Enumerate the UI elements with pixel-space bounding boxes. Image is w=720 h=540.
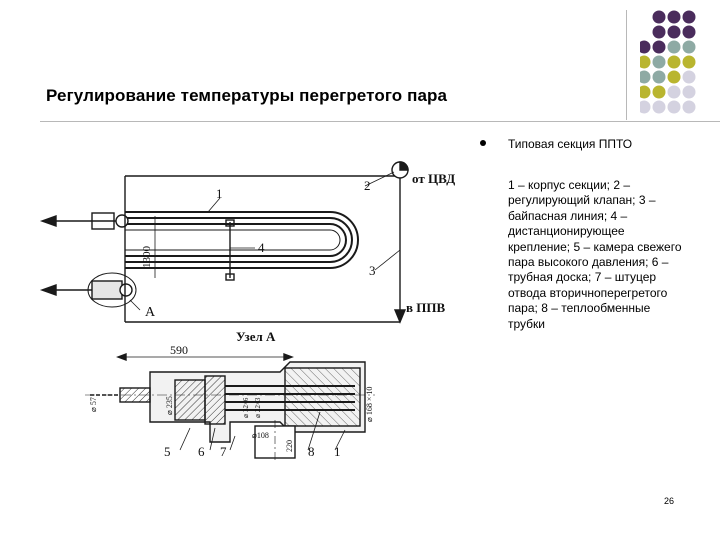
horizontal-divider — [40, 121, 720, 122]
label-from-cvd: от ЦВД — [412, 171, 455, 186]
decorative-dot — [652, 85, 666, 99]
callout-2: 2 — [364, 178, 371, 193]
decorative-dot — [682, 10, 696, 24]
dim-inner-1: ⌀ 32×6 — [242, 397, 250, 418]
decorative-dot — [652, 100, 666, 114]
dim-1300: 1300 — [141, 246, 153, 269]
dim-d108: ⌀108 — [252, 431, 269, 440]
callout-1b: 1 — [334, 444, 341, 459]
decorative-dot — [667, 40, 681, 54]
decorative-dot — [667, 100, 681, 114]
decorative-dot — [682, 100, 696, 114]
decorative-dot — [667, 70, 681, 84]
callout-4: 4 — [258, 240, 265, 255]
dim-590: 590 — [170, 343, 188, 357]
callout-7: 7 — [220, 444, 227, 459]
decorative-dot — [682, 55, 696, 69]
node-a-title: Узел А — [236, 329, 276, 344]
decorative-dot — [652, 10, 666, 24]
vertical-divider — [626, 10, 627, 120]
slide-title: Регулирование температуры перегретого па… — [46, 86, 448, 105]
decorative-dot — [682, 25, 696, 39]
decorative-dot — [652, 55, 666, 69]
heat-exchanger-drawing: от ЦВД в ППВ А 1300 1 2 3 4 Узел А 590 ⌀… — [39, 161, 455, 462]
inlet-arrow-icon — [39, 284, 57, 296]
decorative-dot — [640, 70, 651, 84]
callout-3: 3 — [369, 263, 376, 278]
decorative-dot — [652, 25, 666, 39]
outlet-arrow-icon — [39, 215, 57, 227]
callout-1: 1 — [216, 186, 223, 201]
label-a: А — [145, 305, 156, 320]
decorative-dot — [667, 10, 681, 24]
dim-d57: ⌀ 57 — [89, 397, 98, 412]
decorative-dot — [667, 55, 681, 69]
decorative-dot — [682, 40, 696, 54]
dim-d235: ⌀ 235 — [165, 396, 174, 415]
page-number: 26 — [664, 496, 675, 506]
down-arrow-icon — [393, 309, 407, 324]
section-title: Типовая секция ППТО — [508, 137, 633, 151]
decorative-dot — [640, 100, 651, 114]
decorative-dot-pattern — [640, 10, 696, 114]
legend-text: 1 – корпус секции; 2 – регулирующий клап… — [508, 178, 682, 331]
decorative-dot — [682, 85, 696, 99]
decorative-dot — [652, 40, 666, 54]
node-a-section — [85, 352, 375, 462]
decorative-dot — [667, 85, 681, 99]
callout-6: 6 — [198, 444, 205, 459]
decorative-dot — [640, 40, 651, 54]
label-to-ppv: в ППВ — [406, 300, 445, 315]
dim-inner-2: ⌀ 22×3 — [254, 397, 262, 418]
dim-d168: ⌀ 168 × 10 — [365, 387, 374, 422]
decorative-dot — [682, 70, 696, 84]
u-tube-bundle — [125, 211, 359, 269]
decorative-dot — [667, 25, 681, 39]
callout-5: 5 — [164, 444, 171, 459]
decorative-dot — [652, 70, 666, 84]
decorative-dot — [640, 85, 651, 99]
bullet-icon — [480, 140, 486, 146]
dim-220: 220 — [285, 440, 294, 452]
decorative-dot — [640, 55, 651, 69]
callout-8: 8 — [308, 444, 315, 459]
